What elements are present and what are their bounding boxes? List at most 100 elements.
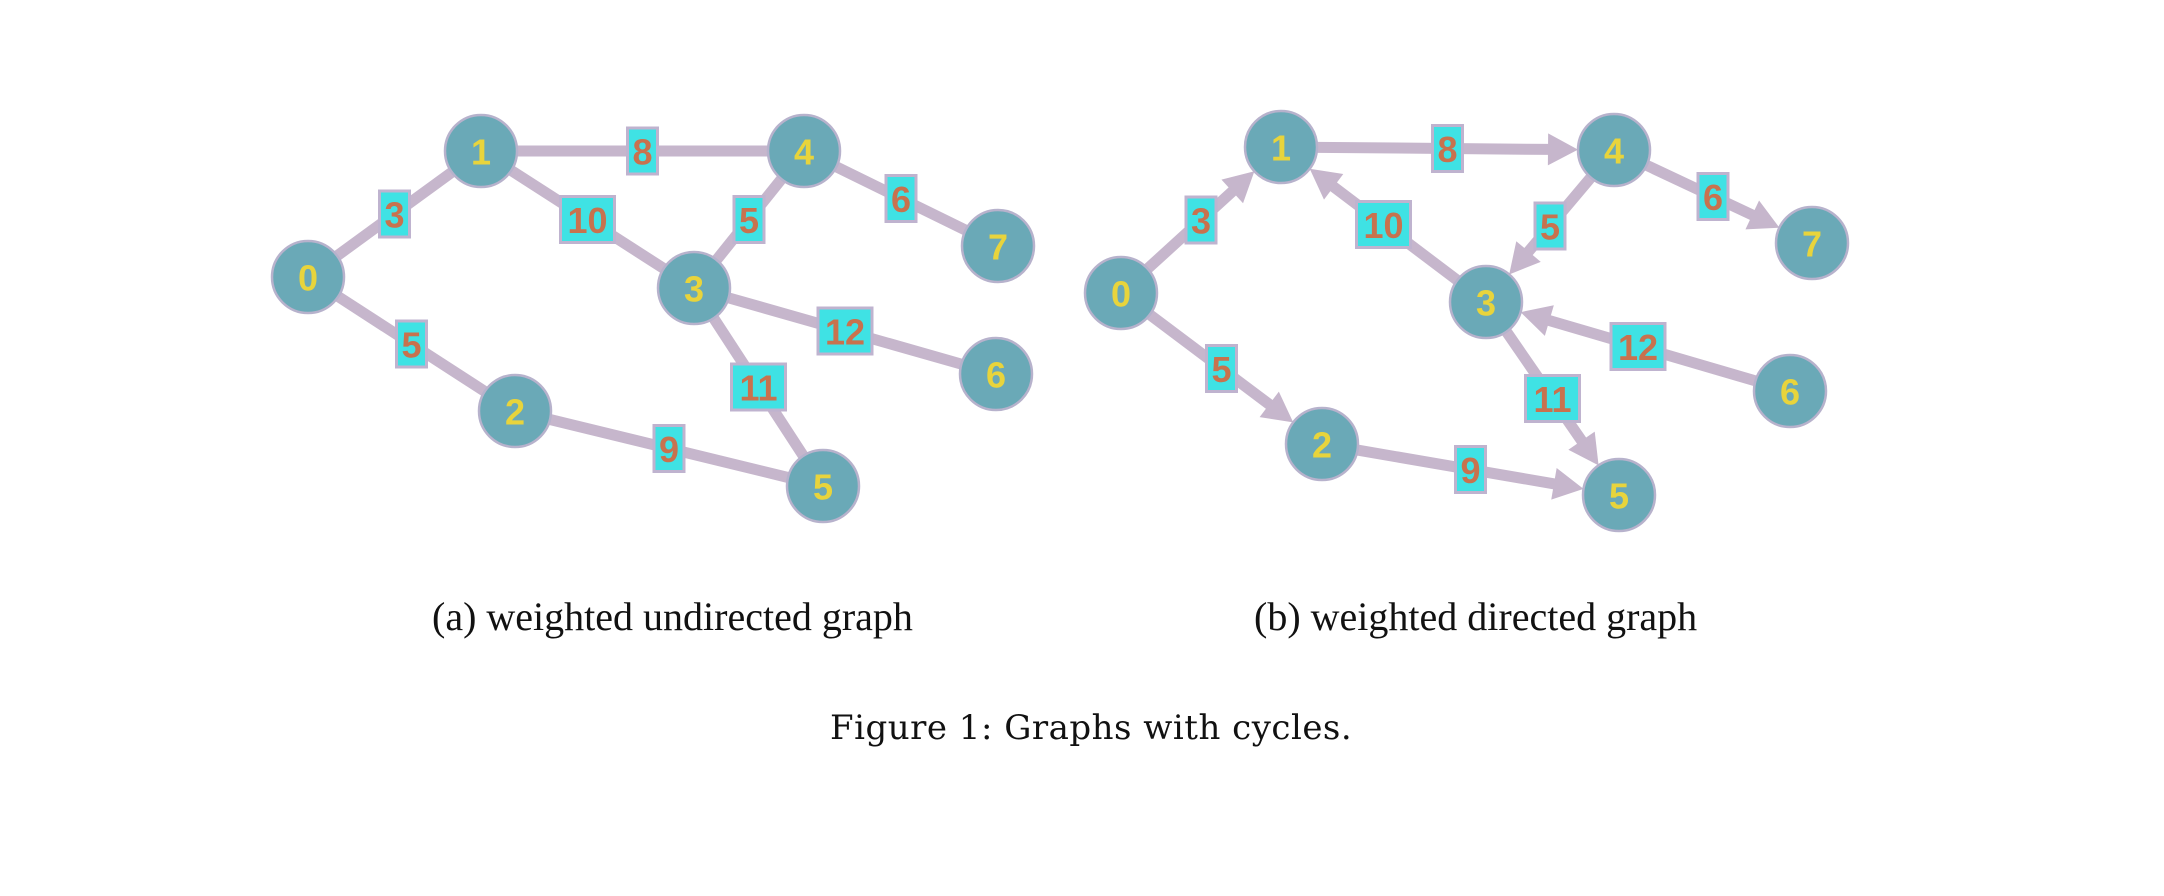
node-7: 7 [960,208,1036,284]
weight-label: 5 [401,325,421,366]
weight-box [1454,445,1487,494]
node-label: 2 [1312,425,1332,466]
edge-weight-9: 9 [652,424,686,473]
edge-weight-11: 11 [730,362,787,412]
edge-weight-5: 5 [1205,344,1238,393]
weight-label: 5 [1540,207,1560,248]
weight-box [1609,322,1667,371]
weight-label: 9 [1460,450,1480,491]
edge-weight-8: 8 [626,126,659,176]
node-label: 6 [1780,372,1800,413]
weight-label: 10 [1363,205,1403,246]
weight-label: 8 [1437,129,1457,170]
arrow-head [1259,391,1294,423]
edge-weight-5: 5 [732,195,766,244]
edge-weight-6: 6 [1696,172,1730,221]
weight-box [1184,195,1218,245]
node-circle [1083,255,1159,331]
node-1: 1 [1243,109,1319,185]
weight-box [1524,374,1581,423]
subfigure-caption-b: (b) weighted directed graph [1254,594,1698,639]
weight-box [1205,344,1238,393]
edge-weight-3: 3 [378,189,411,239]
node-label: 0 [1111,274,1131,315]
edge-weight-3: 3 [1184,195,1218,245]
node-circle [1243,109,1319,185]
weight-box [626,126,659,176]
node-7: 7 [1774,205,1850,281]
edge-weight-11: 11 [1524,374,1581,423]
node-circle [477,373,553,449]
weight-label: 6 [1703,177,1723,218]
weight-box [730,362,787,412]
node-circle [443,113,519,189]
node-circle [1581,457,1657,533]
node-label: 3 [684,269,704,310]
arrow-head [1547,133,1579,166]
node-4: 4 [766,113,842,189]
weight-box [1355,200,1412,249]
weight-box [816,306,874,356]
weight-label: 9 [659,429,679,470]
weight-label: 5 [1211,349,1231,390]
node-label: 3 [1476,283,1496,324]
arrow-head [1509,241,1541,275]
node-label: 5 [813,467,833,508]
node-circle [270,239,346,315]
node-6: 6 [958,336,1034,412]
weight-box [378,189,411,239]
weight-label: 3 [384,195,404,236]
node-2: 2 [477,373,553,449]
node-label: 4 [1604,131,1624,172]
weight-box [1431,124,1464,173]
node-circle [958,336,1034,412]
node-1: 1 [443,113,519,189]
edge-weight-9: 9 [1454,445,1487,494]
weight-box [395,319,428,369]
node-3: 3 [1448,264,1524,340]
node-5: 5 [785,448,861,524]
node-circle [1774,205,1850,281]
edge-weight-12: 12 [1609,322,1667,371]
arrow-head [1551,468,1584,500]
node-circle [960,208,1036,284]
weight-label: 3 [1191,201,1211,242]
node-2: 2 [1284,406,1360,482]
weight-label: 12 [1618,327,1658,368]
edge-weight-10: 10 [1355,200,1412,249]
node-circle [1752,353,1828,429]
weight-label: 11 [1533,379,1571,420]
edge-weight-8: 8 [1431,124,1464,173]
node-circle [656,250,732,326]
weight-box [1533,201,1567,251]
weight-box [884,174,918,223]
node-circle [785,448,861,524]
weight-label: 11 [739,368,777,409]
node-label: 1 [1271,128,1291,169]
node-circle [1448,264,1524,340]
edge-weight-6: 6 [884,174,918,223]
weight-label: 10 [567,200,607,241]
node-label: 5 [1609,476,1629,517]
arrow-head [1745,200,1780,230]
node-3: 3 [656,250,732,326]
weight-box [652,424,686,473]
node-label: 0 [298,258,318,299]
weight-box [732,195,766,244]
figure-caption: Figure 1: Graphs with cycles. [830,708,1353,748]
edge-weight-10: 10 [559,195,616,244]
node-circle [766,113,842,189]
node-circle [1284,406,1360,482]
node-label: 1 [471,132,491,173]
node-0: 0 [1083,255,1159,331]
weight-label: 5 [739,200,759,241]
node-0: 0 [270,239,346,315]
weight-box [559,195,616,244]
subfigure-caption-a: (a) weighted undirected graph [432,594,913,639]
node-label: 7 [988,227,1008,268]
arrow-head [1520,305,1554,336]
